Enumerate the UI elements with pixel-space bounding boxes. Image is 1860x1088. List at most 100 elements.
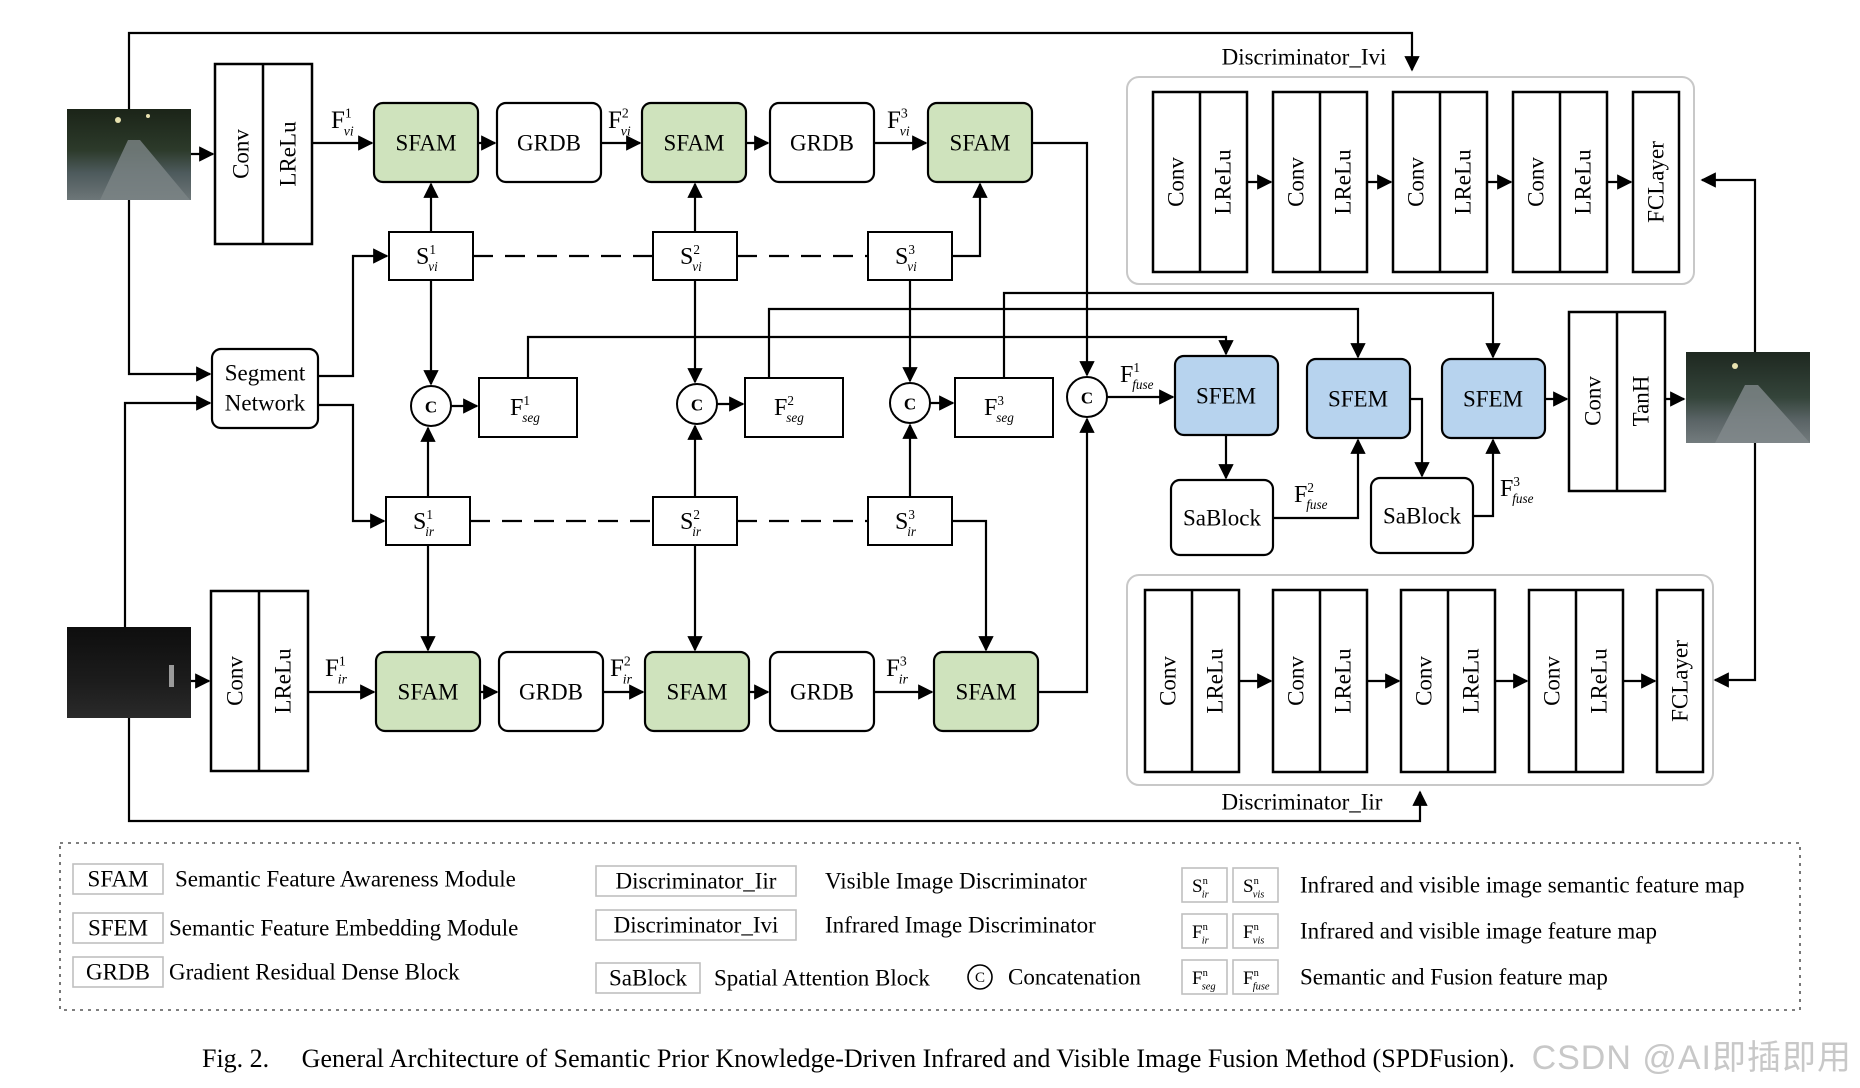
conv-label: Conv (1404, 157, 1429, 207)
fused-output-image (1686, 352, 1810, 443)
sfem-3: SFEM (1440, 357, 1547, 440)
grdb-label: GRDB (519, 680, 583, 705)
fclayer-block: FCLayer (1655, 588, 1705, 774)
conv-lrelu-block: Conv LReLu (1151, 90, 1249, 274)
segment-network-line2: Network (225, 391, 306, 416)
grdb-label: GRDB (517, 131, 581, 156)
sfem-label: SFEM (1196, 384, 1256, 409)
ir-grdb-1: GRDB (497, 650, 605, 733)
sfam-label: SFAM (664, 131, 725, 156)
legend-key: SFEM (88, 916, 148, 941)
ir-sfam-1: SFAM (374, 650, 482, 733)
grdb-label: GRDB (790, 131, 854, 156)
concat-node-4: C (1066, 376, 1108, 418)
sablock-2: SaBlock (1369, 476, 1475, 555)
legend-desc: Gradient Residual Dense Block (169, 960, 460, 985)
lrelu-label: LReLu (276, 121, 301, 187)
lrelu-label: LReLu (1451, 149, 1476, 215)
sfem-1: SFEM (1173, 354, 1280, 437)
legend-key: SaBlock (609, 966, 687, 991)
sfam-label: SFAM (956, 680, 1017, 705)
sfem-label: SFEM (1463, 387, 1523, 412)
infrared-input-image (67, 627, 191, 718)
conv-label: Conv (1412, 656, 1437, 706)
ir-grdb-2: GRDB (768, 650, 876, 733)
watermark: CSDN @AI即插即用 (1531, 1039, 1852, 1077)
sablock-label: SaBlock (1183, 506, 1261, 531)
legend-desc: Semantic Feature Awareness Module (175, 867, 516, 892)
segment-network: Segment Network (210, 347, 320, 430)
vis-sfam-2: SFAM (640, 101, 748, 184)
conv-lrelu-block: Conv LReLu (1391, 90, 1489, 274)
lrelu-label: LReLu (1331, 648, 1356, 714)
sfam-label: SFAM (398, 680, 459, 705)
lrelu-label: LReLu (1571, 149, 1596, 215)
conv-lrelu-block: Conv LReLu (1527, 588, 1625, 774)
conv-lrelu-block: Conv LReLu (1271, 588, 1369, 774)
decoder-conv-tanh: Conv TanH (1567, 310, 1667, 493)
conv-label: Conv (1164, 157, 1189, 207)
lrelu-label: LReLu (1459, 648, 1484, 714)
tanh-label: TanH (1629, 376, 1654, 427)
lrelu-label: LReLu (1203, 648, 1228, 714)
lrelu-label: LReLu (271, 648, 296, 714)
concat-label: C (691, 396, 703, 415)
vis-sfam-3: SFAM (926, 101, 1034, 184)
vis-grdb-1: GRDB (495, 101, 603, 184)
sfem-label: SFEM (1328, 387, 1388, 412)
sfam-label: SFAM (667, 680, 728, 705)
conv-label: Conv (229, 129, 254, 179)
legend-desc: Spatial Attention Block (714, 966, 930, 991)
vis-sfam-1: SFAM (372, 101, 480, 184)
lrelu-label: LReLu (1211, 149, 1236, 215)
legend-key: Discriminator_Ivi (614, 913, 779, 938)
concat-label: C (904, 395, 916, 414)
conv-label: Conv (1540, 656, 1565, 706)
connections (123, 31, 1757, 823)
conv-label: Conv (1284, 656, 1309, 706)
sfam-label: SFAM (396, 131, 457, 156)
concat-node-1: C (410, 385, 452, 427)
discriminator-iir-panel: Discriminator_Iir Conv LReLu Conv LReLu Conv… (1126, 574, 1714, 815)
fclayer-label: FCLayer (1668, 640, 1693, 722)
legend-key: Discriminator_Iir (616, 869, 777, 894)
sablock-1: SaBlock (1169, 478, 1275, 557)
discriminator-iir-label: Discriminator_Iir (1222, 790, 1383, 815)
segment-network-line1: Segment (225, 361, 306, 386)
legend-desc: Infrared and visible image semantic feat… (1300, 873, 1744, 898)
lrelu-label: LReLu (1587, 648, 1612, 714)
legend-desc: Infrared Image Discriminator (825, 913, 1096, 938)
